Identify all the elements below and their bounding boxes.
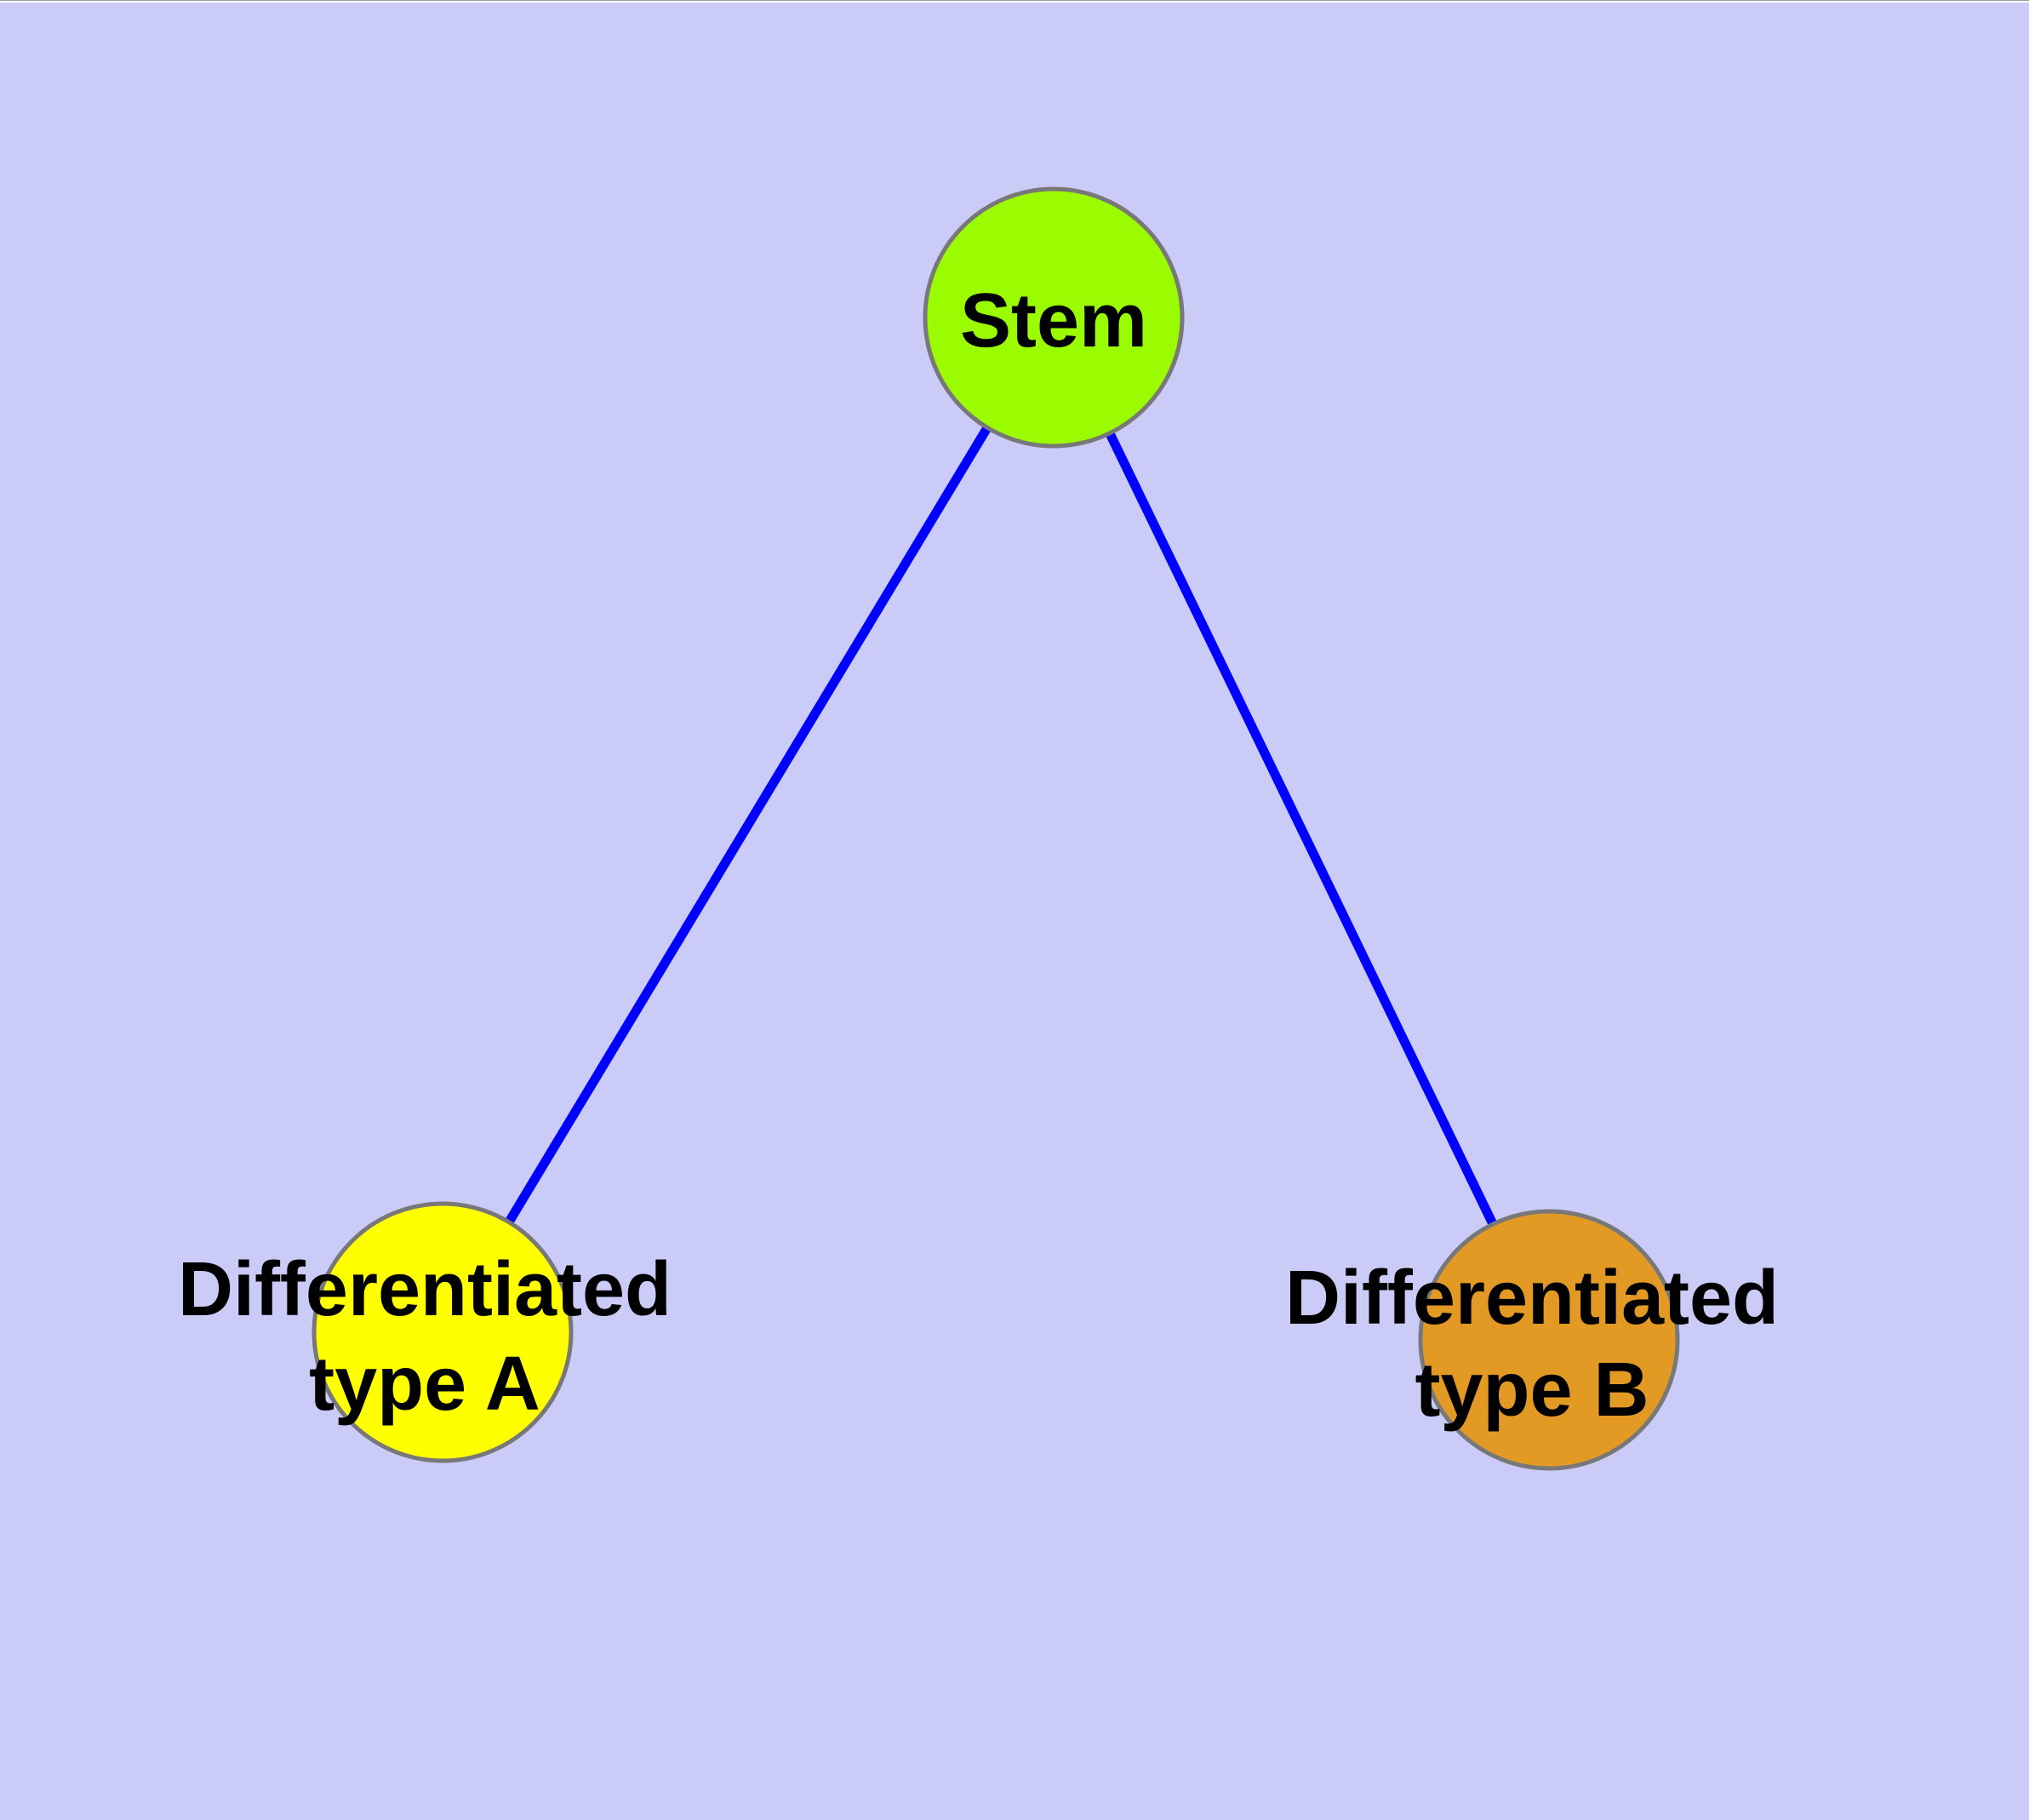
- node-label-type-a-line1: Differentiated: [178, 1247, 672, 1332]
- edge-stem-to-type-a: [438, 315, 1058, 1335]
- node-stem: [923, 186, 1185, 449]
- node-label-type-b-line2: type B: [1415, 1348, 1649, 1433]
- node-label-stem: Stem: [960, 278, 1147, 363]
- node-differentiated-type-b: [1418, 1209, 1680, 1471]
- window-top-edge: [0, 0, 2029, 3]
- node-differentiated-type-a: [311, 1201, 574, 1463]
- edge-stem-to-type-b: [1049, 315, 1553, 1342]
- node-label-type-b-line1: Differentiated: [1285, 1256, 1779, 1341]
- node-label-type-a-line2: type A: [309, 1342, 540, 1427]
